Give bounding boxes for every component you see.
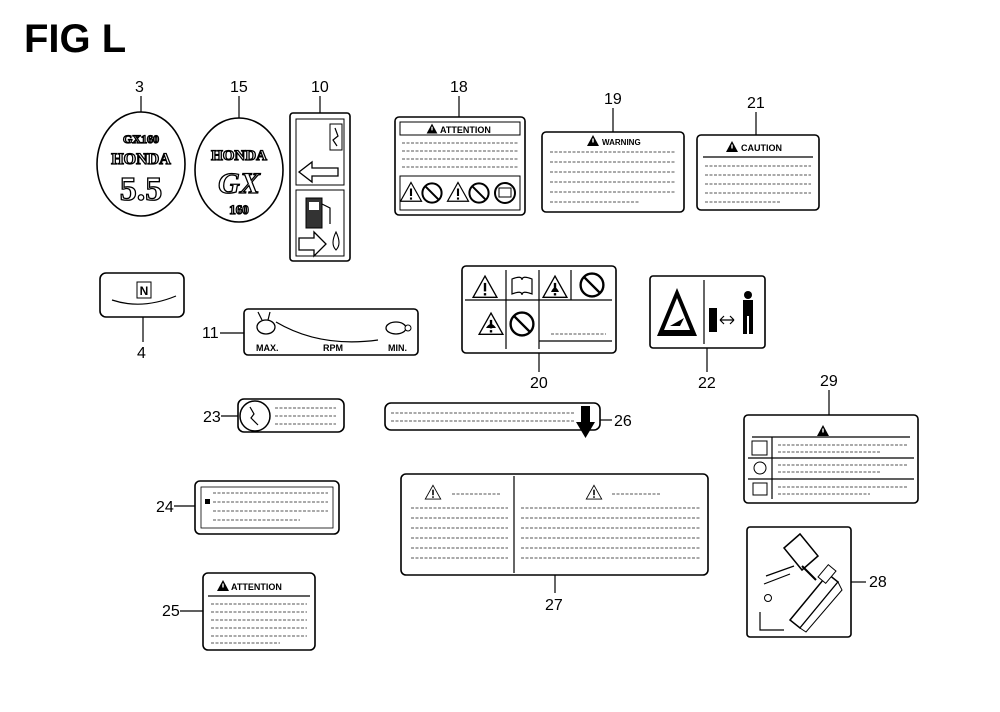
fuel-can-icon — [751, 440, 768, 456]
fuel-pump-icon — [305, 197, 331, 229]
label-4-mark: N — [140, 284, 149, 298]
label-25-heading: ATTENTION — [231, 582, 282, 592]
engine-block-icon — [709, 308, 717, 332]
part-22-label: 22 — [649, 275, 766, 392]
bullet-icon — [205, 499, 210, 504]
manual-icon — [494, 182, 516, 204]
label-11-rpm: RPM — [323, 343, 343, 353]
no-flame-icon — [753, 461, 767, 475]
fire-hazard-icon — [542, 275, 568, 299]
turtle-icon — [385, 321, 412, 335]
part-20-label: 20 — [461, 265, 617, 392]
label-18-heading: ATTENTION — [440, 125, 491, 135]
callout-11: 11 — [202, 325, 219, 342]
distance-arrow-icon — [719, 315, 735, 325]
callout-18: 18 — [450, 79, 468, 96]
callout-23: 23 — [203, 409, 221, 426]
callout-19: 19 — [604, 91, 622, 108]
callout-24: 24 — [156, 499, 174, 516]
callout-26: 26 — [614, 413, 632, 430]
callout-29: 29 — [820, 373, 838, 390]
callout-4: 4 — [137, 345, 146, 362]
part-25-label: 25 ATTENTION — [162, 572, 316, 651]
part-24-label: 24 — [156, 480, 340, 535]
callout-27: 27 — [545, 597, 563, 614]
part-3-emblem: 3 GX160 HONDA 5.5 — [96, 79, 186, 217]
emblem-3-brand: HONDA — [111, 151, 171, 168]
emblem-15-sub: 160 — [229, 202, 249, 217]
label-21-heading: CAUTION — [741, 143, 782, 153]
label-19-heading: WARNING — [602, 138, 641, 147]
callout-15: 15 — [230, 79, 248, 96]
fuel-tank-icon — [788, 563, 843, 633]
warning-hot-icon — [478, 312, 504, 336]
arrow-down-icon — [576, 406, 595, 438]
no-open-flame-icon — [509, 311, 535, 337]
part-28-label: 28 — [746, 526, 887, 638]
label-11-min: MIN. — [388, 343, 407, 353]
figure-title: FIG L — [24, 17, 126, 61]
co-hazard-icon — [657, 288, 697, 336]
rabbit-icon — [256, 311, 276, 335]
part-4-label: N 4 — [99, 272, 185, 362]
callout-22: 22 — [698, 375, 716, 392]
fuel-drop-icon — [332, 230, 340, 251]
prohibition-icon — [421, 182, 443, 204]
part-19-label: 19 WARNING — [541, 91, 685, 213]
fuel-can-pour-icon — [763, 532, 820, 585]
part-21-label: 21 CAUTION — [696, 95, 820, 211]
prohibition-icon — [468, 182, 490, 204]
book-icon — [752, 482, 768, 496]
person-icon — [743, 291, 753, 334]
part-26-label: 26 — [384, 402, 632, 438]
choke-icon — [332, 127, 339, 147]
emblem-15-series: GX — [218, 167, 261, 200]
part-15-emblem: 15 HONDA GX 160 — [194, 79, 284, 223]
callout-3: 3 — [135, 79, 144, 96]
round-pictogram-icon — [239, 400, 271, 432]
part-23-label: 23 — [203, 398, 345, 433]
callout-25: 25 — [162, 603, 180, 620]
callout-21: 21 — [747, 95, 765, 112]
label-11-max: MAX. — [256, 343, 279, 353]
emblem-3-model: GX160 — [123, 132, 159, 146]
part-10-label: 10 — [289, 79, 351, 262]
callout-28: 28 — [869, 574, 887, 591]
emblem-15-brand: HONDA — [211, 148, 267, 164]
arrow-left-icon — [297, 160, 339, 184]
callout-20: 20 — [530, 375, 548, 392]
book-icon — [511, 276, 533, 296]
no-smoking-icon — [579, 272, 605, 298]
part-29-label: 29 — [743, 373, 919, 504]
arrow-right-icon — [298, 230, 327, 258]
drop-icon — [764, 594, 772, 602]
callout-10: 10 — [311, 79, 329, 96]
part-11-label: 11 MAX. RPM MIN. — [202, 308, 419, 356]
part-18-label: 18 ATTENTION — [394, 79, 526, 216]
part-27-label: 27 — [400, 473, 709, 614]
emblem-3-hp: 5.5 — [120, 171, 163, 208]
